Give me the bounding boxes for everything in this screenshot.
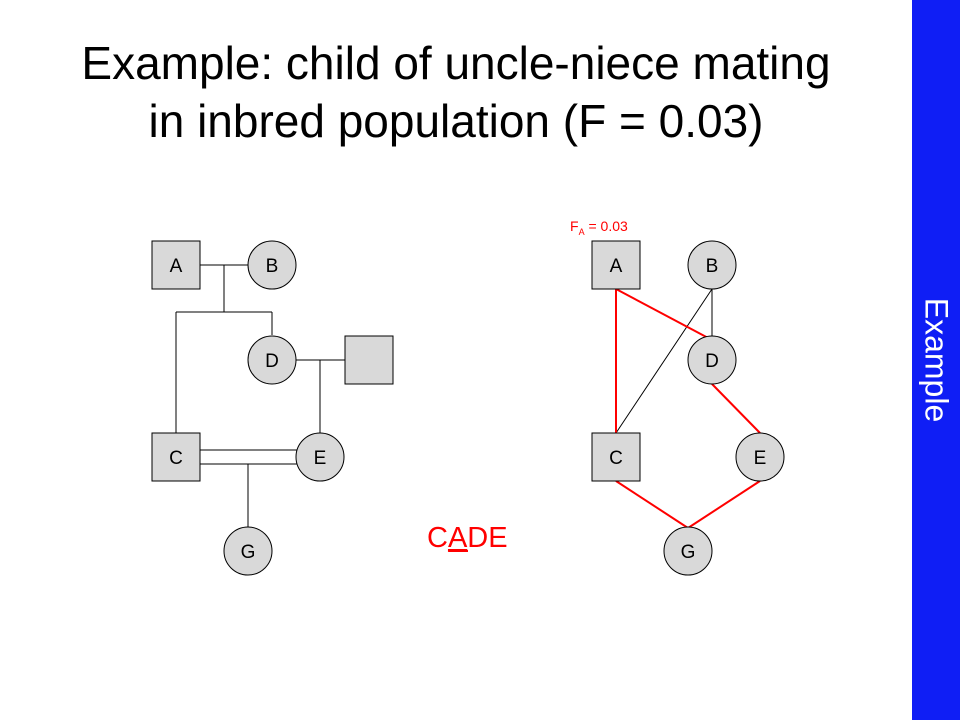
right-path-edge-e-g — [687, 480, 761, 529]
left-node-e-label: E — [314, 448, 327, 469]
right-path-edge-a-d — [615, 288, 713, 341]
left-nodes: A B D C E G — [151, 240, 394, 576]
right-path-edge-c-g — [615, 480, 689, 529]
right-node-d-label: D — [705, 351, 719, 372]
left-node-g-label: G — [241, 542, 256, 563]
right-node-a-square — [591, 240, 641, 290]
right-node-a-label: A — [610, 256, 623, 277]
sidebar-label-wrap: Example — [912, 0, 960, 720]
right-node-d-circle — [687, 335, 737, 385]
right-node-g-label: G — [681, 542, 696, 563]
left-node-e-circle — [295, 432, 345, 482]
path-label-before: C — [427, 522, 448, 554]
left-node-d-mate-square — [344, 335, 394, 385]
sidebar-label: Example — [918, 297, 955, 423]
path-label: CADE — [427, 522, 508, 554]
left-node-c-square — [151, 432, 201, 482]
right-node-e-circle — [735, 432, 785, 482]
slide-title-line-1: Example: child of uncle-niece mating — [81, 37, 831, 89]
left-node-b-circle — [247, 240, 297, 290]
pedigree-diagrams: A B D C E G FA = 0.03 — [151, 218, 785, 576]
right-node-e-label: E — [754, 448, 767, 469]
left-pedigree — [175, 264, 345, 527]
path-common-ancestor: A — [448, 522, 468, 554]
right-node-g-circle — [663, 526, 713, 576]
right-path-edge-d-e — [711, 383, 761, 434]
left-node-d-label: D — [265, 351, 279, 372]
right-node-b-label: B — [706, 256, 719, 277]
left-node-d-circle — [247, 335, 297, 385]
right-path-diagram: FA = 0.03 A B D C E G — [570, 218, 785, 576]
sidebar: Example — [912, 0, 960, 720]
path-label-after: DE — [467, 522, 507, 554]
right-node-b-circle — [687, 240, 737, 290]
left-node-g-circle — [223, 526, 273, 576]
left-node-b-label: B — [266, 256, 279, 277]
fa-annotation: FA = 0.03 — [570, 218, 628, 237]
slide-title-line-2: in inbred population (F = 0.03) — [148, 95, 764, 147]
left-node-c-label: C — [169, 448, 183, 469]
right-node-c-square — [591, 432, 641, 482]
left-node-a-square — [151, 240, 201, 290]
right-node-c-label: C — [609, 448, 623, 469]
left-node-a-label: A — [170, 256, 183, 277]
right-edge-b-c — [615, 288, 713, 434]
